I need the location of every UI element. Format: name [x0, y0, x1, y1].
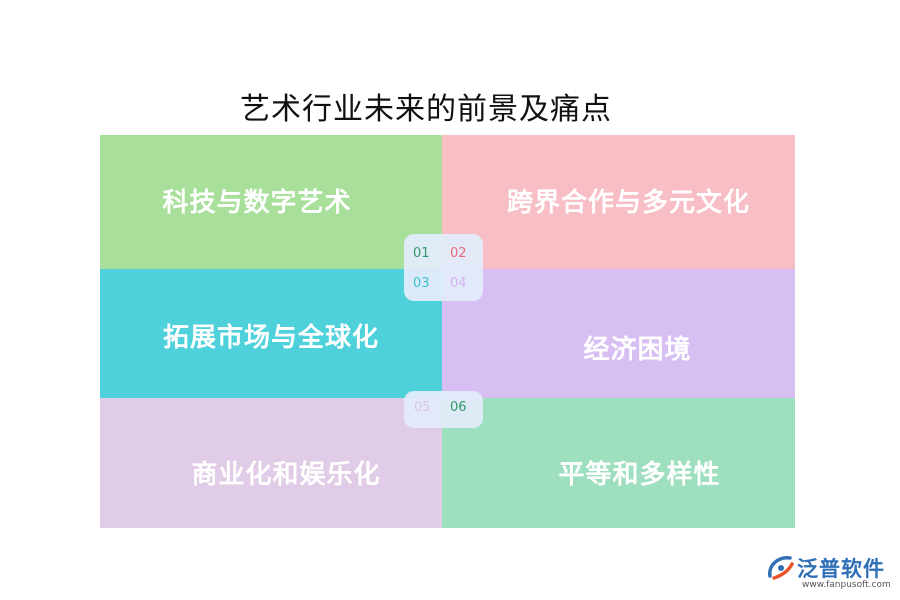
quadrant-3-label: 拓展市场与全球化 — [162, 323, 379, 353]
number-05: 05 — [414, 400, 431, 415]
number-01: 01 — [413, 246, 430, 261]
quadrant-6-label: 平等和多样性 — [558, 459, 721, 490]
number-04: 04 — [450, 276, 467, 291]
quadrant-2: 跨界合作与多元文化 — [442, 135, 795, 269]
number-badge-lower: 05 06 — [404, 391, 483, 428]
page-title: 艺术行业未来的前景及痛点 — [240, 92, 612, 127]
quadrant-1: 科技与数字艺术 — [100, 135, 442, 269]
quadrant-5-label: 商业化和娱乐化 — [191, 459, 381, 490]
quadrant-4-label: 经济困境 — [583, 335, 692, 365]
quadrant-grid: 科技与数字艺术 跨界合作与多元文化 拓展市场与全球化 经济困境 商业化和娱乐化 … — [100, 135, 795, 528]
quadrant-2-label: 跨界合作与多元文化 — [506, 187, 750, 218]
quadrant-3: 拓展市场与全球化 — [100, 269, 442, 398]
number-02: 02 — [450, 246, 467, 261]
logo-name: 泛普软件 — [797, 557, 885, 581]
quadrant-5: 商业化和娱乐化 — [100, 398, 442, 528]
logo-url: www.fanpusoft.com — [802, 580, 891, 590]
number-badge-upper: 01 02 03 04 — [404, 234, 483, 301]
quadrant-6: 平等和多样性 — [442, 398, 795, 528]
number-06: 06 — [450, 400, 467, 415]
quadrant-1-label: 科技与数字艺术 — [162, 187, 352, 218]
number-03: 03 — [413, 276, 430, 291]
fanpu-logo-icon — [768, 556, 794, 580]
brand-logo: 泛普软件 www.fanpusoft.com — [766, 553, 896, 593]
quadrant-4: 经济困境 — [442, 269, 795, 398]
